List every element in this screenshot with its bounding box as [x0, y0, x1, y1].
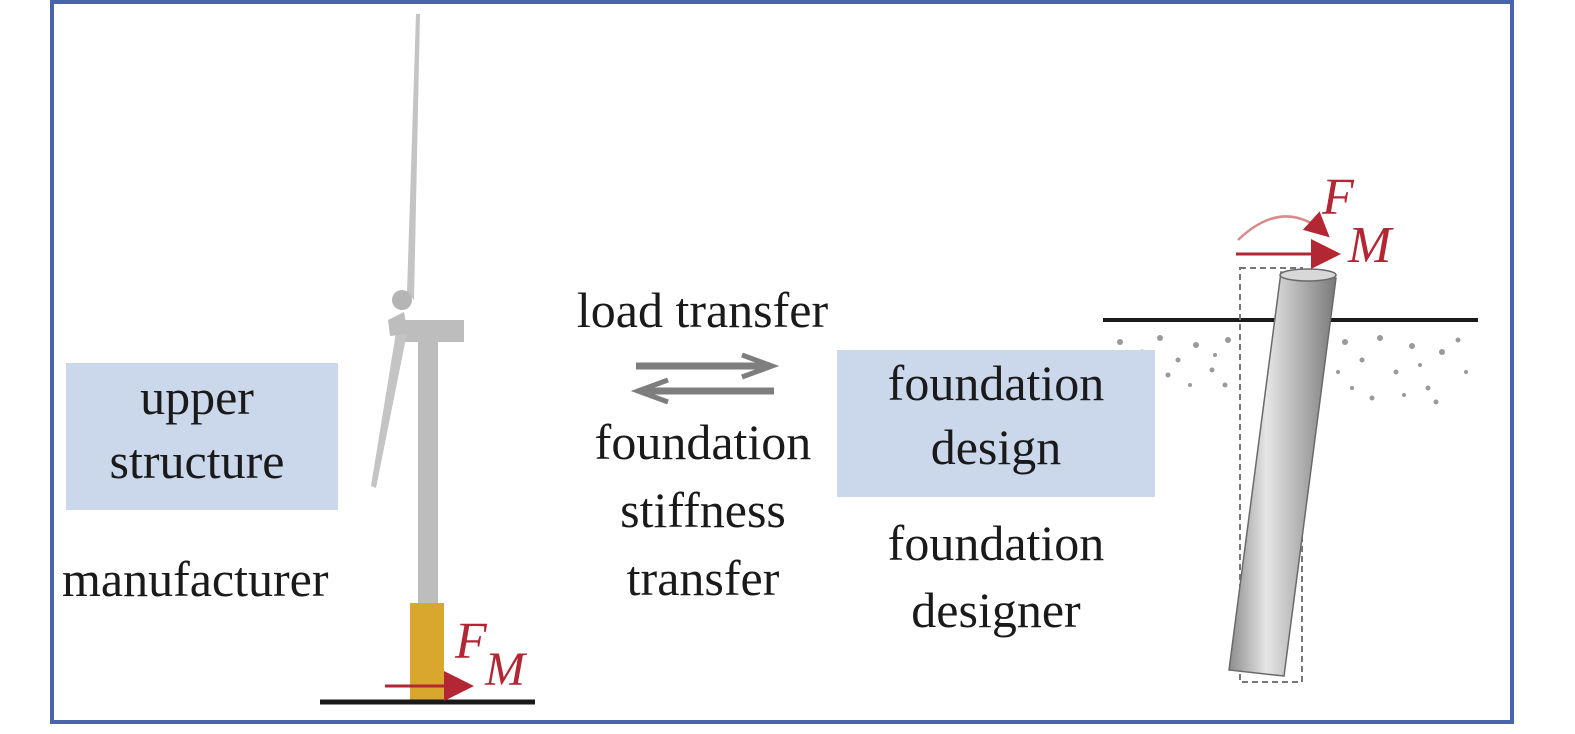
turbine-tower	[418, 330, 438, 605]
pile-original-outline	[1239, 267, 1303, 683]
wind-turbine-icon	[320, 14, 535, 705]
turbine-blade-up	[407, 14, 420, 300]
foundation-design-box	[837, 350, 1155, 497]
force-label-F-left: F	[455, 613, 487, 670]
foundation-design-label-line2: design	[930, 419, 1062, 475]
foundation-designer-line2: designer	[911, 582, 1081, 638]
stiffness-transfer-line1: foundation	[594, 414, 812, 470]
turbine-hub	[392, 290, 412, 310]
force-label-M-right: M	[1348, 217, 1392, 274]
force-label-F-right: F	[1322, 169, 1354, 226]
turbine-blade-down	[371, 320, 408, 488]
turbine-nacelle	[398, 320, 464, 342]
stiffness-transfer-line2: stiffness	[620, 482, 786, 538]
pile-top	[1279, 268, 1337, 282]
tilted-pile-icon	[1103, 211, 1478, 683]
moment-arrow	[1237, 211, 1330, 241]
upper-structure-label-line2: structure	[109, 433, 285, 489]
load-transfer-label: load transfer	[576, 282, 829, 338]
pile-body	[1228, 271, 1337, 677]
upper-structure-box	[66, 363, 338, 510]
force-label-M-left: M	[485, 643, 525, 696]
foundation-designer-line1: foundation	[887, 515, 1105, 571]
upper-structure-label-line1: upper	[140, 369, 254, 425]
bidirectional-arrows-icon	[630, 352, 780, 405]
stiffness-transfer-line3: transfer	[626, 550, 780, 606]
manufacturer-label: manufacturer	[62, 551, 329, 607]
turbine-blade-back	[388, 312, 408, 336]
foundation-design-label-line1: foundation	[887, 355, 1105, 411]
